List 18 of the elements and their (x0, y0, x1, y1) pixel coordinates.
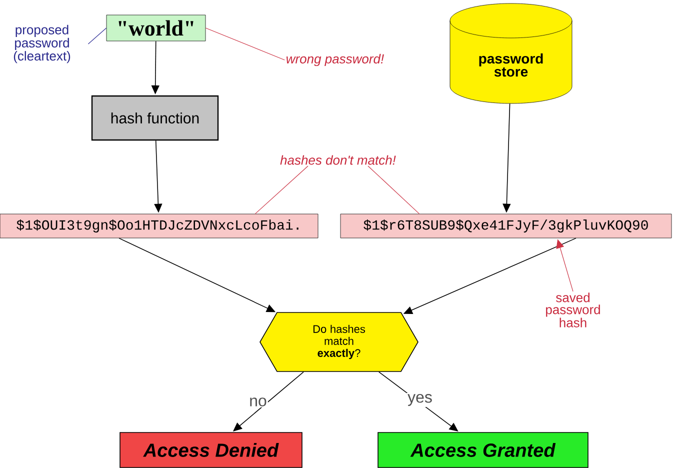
hash-box: $1$r6T8SUB9$Qxe41FJyF/3gkPluvKOQ90 (340, 214, 672, 238)
process-box: hash function (91, 95, 219, 141)
password-box: "world" (106, 14, 206, 42)
leader-line (88, 28, 107, 44)
hash-box: $1$OUI3t9gn$Oo1HTDJcZDVNxcLcoFbai. (0, 214, 318, 238)
callout-text: proposed password (cleartext) (14, 24, 70, 64)
callout-text: wrong password! (286, 54, 384, 66)
leader-line (368, 166, 420, 214)
edge-label: yes (406, 393, 434, 407)
database-cylinder: password store (450, 3, 572, 104)
edge-label: no (248, 396, 268, 408)
callout-text: saved password hash (546, 292, 600, 328)
leader-line (254, 166, 308, 214)
callout-text: hashes don't match! (280, 155, 396, 165)
result-box: Access Granted (378, 432, 588, 468)
decision-hexagon: Do hashes match exactly? (260, 312, 418, 372)
leader-line (205, 28, 285, 60)
result-box: Access Denied (120, 432, 302, 468)
